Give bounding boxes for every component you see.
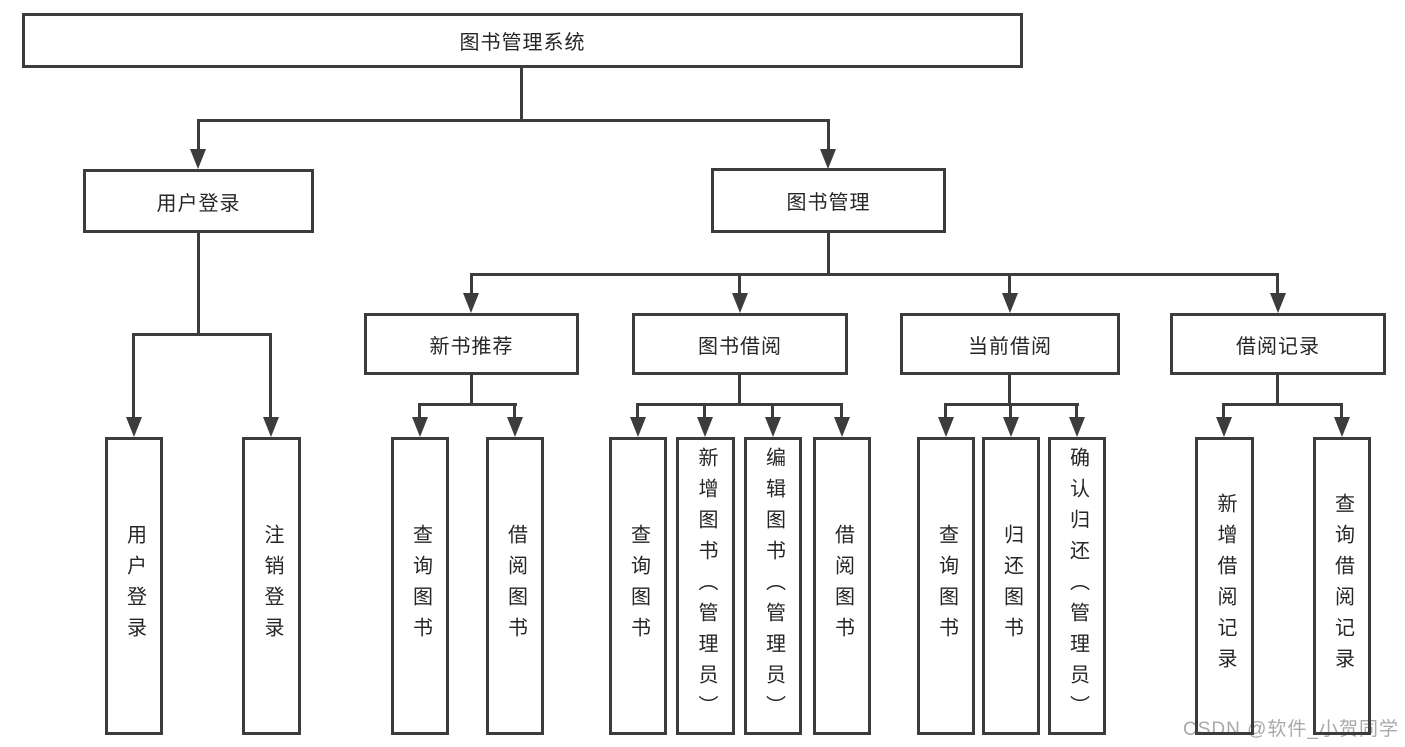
arrow-down-icon bbox=[732, 293, 748, 313]
node-label: 借阅记录 bbox=[1236, 335, 1320, 358]
leaf-label: 归还图书 bbox=[1000, 524, 1023, 648]
arrow-down-icon bbox=[765, 417, 781, 437]
arrow-down-icon bbox=[263, 417, 279, 437]
arrow-down-icon bbox=[938, 417, 954, 437]
leaf-label: 查询图书 bbox=[409, 524, 432, 648]
leaf-label: 注销登录 bbox=[261, 524, 283, 648]
connector-shaft bbox=[418, 403, 421, 421]
leaf-label: 借阅图书 bbox=[504, 524, 527, 648]
connector-shaft bbox=[944, 403, 947, 421]
leaf-label: 查询借阅记录 bbox=[1331, 493, 1354, 679]
connector-shaft bbox=[771, 403, 774, 421]
arrow-down-icon bbox=[463, 293, 479, 313]
leaf-nb-borrow-books: 借阅图书 bbox=[486, 437, 544, 735]
leaf-label: 编辑图书（管理员） bbox=[762, 446, 785, 726]
node-book-borrowing: 图书借阅 bbox=[632, 313, 848, 375]
connector-shaft bbox=[269, 333, 272, 421]
node-label: 图书管理系统 bbox=[459, 32, 586, 54]
node-label: 图书管理 bbox=[786, 192, 871, 214]
node-label: 当前借阅 bbox=[968, 335, 1052, 358]
connector-shaft bbox=[827, 119, 830, 155]
arrow-down-icon bbox=[1002, 293, 1018, 313]
connector-book-mgmt-rail bbox=[470, 273, 1278, 276]
connector-br-stem bbox=[1276, 375, 1279, 406]
leaf-bb-query-books: 查询图书 bbox=[609, 437, 667, 735]
arrow-down-icon bbox=[412, 417, 428, 437]
connector-shaft bbox=[197, 119, 200, 155]
connector-shaft bbox=[470, 273, 473, 297]
arrow-down-icon bbox=[126, 417, 142, 437]
leaf-label: 用户登录 bbox=[123, 524, 146, 648]
leaf-label: 查询图书 bbox=[935, 524, 958, 648]
connector-shaft bbox=[1276, 273, 1279, 297]
connector-book-mgmt-stem bbox=[827, 233, 830, 276]
node-label: 图书借阅 bbox=[698, 335, 782, 358]
leaf-cb-return-books: 归还图书 bbox=[982, 437, 1040, 735]
arrow-down-icon bbox=[1270, 293, 1286, 313]
connector-bb-rail bbox=[636, 403, 843, 406]
connector-user-login-stem bbox=[197, 233, 200, 336]
node-library-management-system: 图书管理系统 bbox=[22, 13, 1023, 68]
node-label: 用户登录 bbox=[156, 192, 241, 215]
leaf-cb-confirm-return-admin: 确认归还（管理员） bbox=[1048, 437, 1106, 735]
node-current-borrowing: 当前借阅 bbox=[900, 313, 1120, 375]
leaf-bb-borrow-books: 借阅图书 bbox=[813, 437, 871, 735]
leaf-bb-add-books-admin: 新增图书（管理员） bbox=[676, 437, 735, 735]
leaf-label: 借阅图书 bbox=[831, 524, 854, 648]
connector-br-rail bbox=[1222, 403, 1343, 406]
node-borrowing-records: 借阅记录 bbox=[1170, 313, 1386, 375]
arrow-down-icon bbox=[1216, 417, 1232, 437]
connector-root-rail bbox=[197, 119, 830, 122]
connector-shaft bbox=[738, 273, 741, 297]
connector-shaft bbox=[1222, 403, 1225, 421]
connector-shaft bbox=[703, 403, 706, 421]
leaf-user-login: 用户登录 bbox=[105, 437, 163, 735]
connector-shaft bbox=[840, 403, 843, 421]
connector-user-login-rail bbox=[132, 333, 272, 336]
connector-shaft bbox=[513, 403, 516, 421]
node-book-management: 图书管理 bbox=[711, 168, 946, 233]
node-user-login: 用户登录 bbox=[83, 169, 314, 233]
arrow-down-icon bbox=[697, 417, 713, 437]
arrow-down-icon bbox=[1069, 417, 1085, 437]
leaf-logout: 注销登录 bbox=[242, 437, 301, 735]
arrow-down-icon bbox=[630, 417, 646, 437]
leaf-br-add-record: 新增借阅记录 bbox=[1195, 437, 1254, 735]
connector-shaft bbox=[636, 403, 639, 421]
leaf-label: 查询图书 bbox=[627, 524, 650, 648]
connector-nb-rail bbox=[418, 403, 517, 406]
leaf-cb-query-books: 查询图书 bbox=[917, 437, 975, 735]
arrow-down-icon bbox=[1334, 417, 1350, 437]
leaf-bb-edit-books-admin: 编辑图书（管理员） bbox=[744, 437, 802, 735]
connector-shaft bbox=[1340, 403, 1343, 421]
connector-shaft bbox=[1009, 403, 1012, 421]
leaf-br-query-record: 查询借阅记录 bbox=[1313, 437, 1371, 735]
connector-nb-stem bbox=[470, 375, 473, 406]
csdn-watermark: CSDN @软件_小贺同学 bbox=[1183, 719, 1399, 740]
arrow-down-icon bbox=[820, 149, 836, 169]
connector-cb-stem bbox=[1008, 375, 1011, 406]
node-label: 新书推荐 bbox=[429, 335, 514, 358]
connector-root-stem bbox=[520, 68, 523, 122]
connector-shaft bbox=[1075, 403, 1078, 421]
connector-bb-stem bbox=[738, 375, 741, 406]
connector-shaft bbox=[1008, 273, 1011, 297]
arrow-down-icon bbox=[507, 417, 523, 437]
arrow-down-icon bbox=[834, 417, 850, 437]
leaf-label: 新增借阅记录 bbox=[1214, 493, 1236, 679]
leaf-nb-query-books: 查询图书 bbox=[391, 437, 449, 735]
arrow-down-icon bbox=[1003, 417, 1019, 437]
node-new-book-recommend: 新书推荐 bbox=[364, 313, 579, 375]
connector-shaft bbox=[132, 333, 135, 421]
leaf-label: 确认归还（管理员） bbox=[1066, 446, 1089, 726]
arrow-down-icon bbox=[190, 149, 206, 169]
leaf-label: 新增图书（管理员） bbox=[695, 446, 717, 726]
